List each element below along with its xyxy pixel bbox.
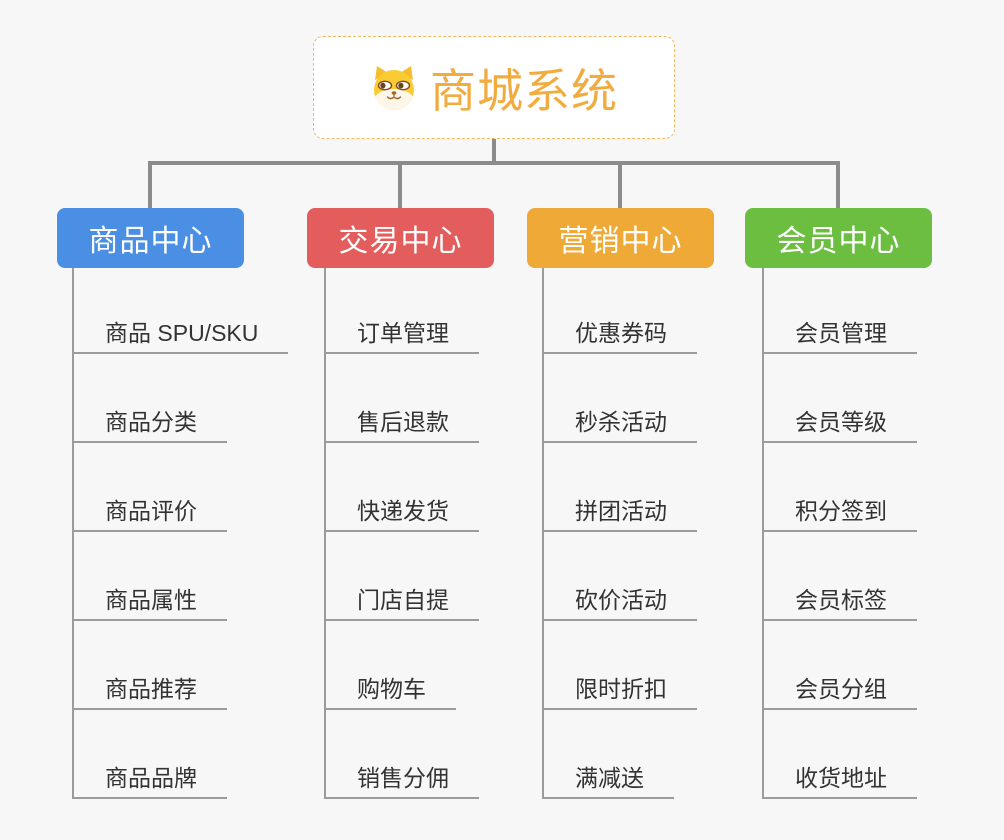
branch-label: 交易中心	[338, 225, 463, 258]
leaf-node[interactable]: 会员分组	[762, 674, 917, 710]
leaf-label: 门店自提	[357, 587, 449, 613]
branch-label: 营销中心	[558, 225, 683, 258]
branch-header-trade[interactable]: 交易中心	[307, 208, 494, 268]
leaf-node[interactable]: 拼团活动	[542, 496, 697, 532]
leaf-label: 购物车	[357, 676, 426, 702]
leaf-label: 限时折扣	[575, 676, 667, 702]
leaf-label: 砍价活动	[575, 587, 667, 613]
leaf-label: 拼团活动	[575, 498, 667, 524]
leaf-node[interactable]: 订单管理	[324, 318, 479, 354]
leaf-label: 快递发货	[357, 498, 449, 524]
leaf-label: 商品推荐	[105, 676, 197, 702]
branch-header-members[interactable]: 会员中心	[745, 208, 932, 268]
leaf-label: 订单管理	[357, 320, 449, 346]
leaf-node[interactable]: 收货地址	[762, 763, 917, 799]
leaf-node[interactable]: 秒杀活动	[542, 407, 697, 443]
leaf-label: 会员分组	[795, 676, 887, 702]
spine-line-products	[72, 268, 74, 798]
leaf-node[interactable]: 销售分佣	[324, 763, 479, 799]
branch-label: 会员中心	[776, 225, 901, 258]
leaf-node[interactable]: 商品品牌	[72, 763, 227, 799]
leaf-label: 优惠券码	[575, 320, 667, 346]
shiba-dog-face-icon	[374, 65, 414, 110]
spine-line-members	[762, 268, 764, 798]
leaf-label: 积分签到	[795, 498, 887, 524]
leaf-node[interactable]: 商品分类	[72, 407, 227, 443]
spine-line-trade	[324, 268, 326, 798]
leaf-node[interactable]: 购物车	[324, 674, 456, 710]
leaf-label: 商品品牌	[105, 765, 197, 791]
leaf-label: 售后退款	[357, 409, 449, 435]
connector-trunk-horizontal	[148, 161, 840, 165]
connector-drop-members	[836, 163, 840, 209]
connector-drop-products	[148, 163, 152, 209]
spine-line-marketing	[542, 268, 544, 798]
leaf-label: 商品属性	[105, 587, 197, 613]
leaf-node[interactable]: 商品 SPU/SKU	[72, 318, 289, 354]
root-title: 商城系统	[430, 64, 618, 117]
leaf-label: 商品 SPU/SKU	[105, 320, 259, 346]
leaf-node[interactable]: 限时折扣	[542, 674, 697, 710]
leaf-label: 会员标签	[795, 587, 887, 613]
leaf-node[interactable]: 会员标签	[762, 585, 917, 621]
leaf-label: 商品分类	[105, 409, 197, 435]
leaf-node[interactable]: 售后退款	[324, 407, 479, 443]
leaf-node[interactable]: 商品推荐	[72, 674, 227, 710]
leaf-node[interactable]: 砍价活动	[542, 585, 697, 621]
leaf-node[interactable]: 快递发货	[324, 496, 479, 532]
leaf-node[interactable]: 满减送	[542, 763, 674, 799]
connector-root-stem	[492, 139, 496, 163]
leaf-node[interactable]: 门店自提	[324, 585, 479, 621]
leaf-node[interactable]: 优惠券码	[542, 318, 697, 354]
leaf-node[interactable]: 商品评价	[72, 496, 227, 532]
root-node[interactable]: 商城系统	[313, 36, 675, 139]
leaf-label: 收货地址	[795, 765, 887, 791]
leaf-label: 会员管理	[795, 320, 887, 346]
leaf-node[interactable]: 会员等级	[762, 407, 917, 443]
connector-drop-marketing	[618, 163, 622, 209]
branch-label: 商品中心	[88, 225, 213, 258]
leaf-node[interactable]: 积分签到	[762, 496, 917, 532]
leaf-label: 秒杀活动	[575, 409, 667, 435]
leaf-label: 销售分佣	[357, 765, 449, 791]
leaf-label: 会员等级	[795, 409, 887, 435]
leaf-node[interactable]: 会员管理	[762, 318, 917, 354]
leaf-node[interactable]: 商品属性	[72, 585, 227, 621]
branch-header-products[interactable]: 商品中心	[57, 208, 244, 268]
leaf-label: 商品评价	[105, 498, 197, 524]
branch-header-marketing[interactable]: 营销中心	[527, 208, 714, 268]
connector-drop-trade	[398, 163, 402, 209]
leaf-label: 满减送	[575, 765, 644, 791]
